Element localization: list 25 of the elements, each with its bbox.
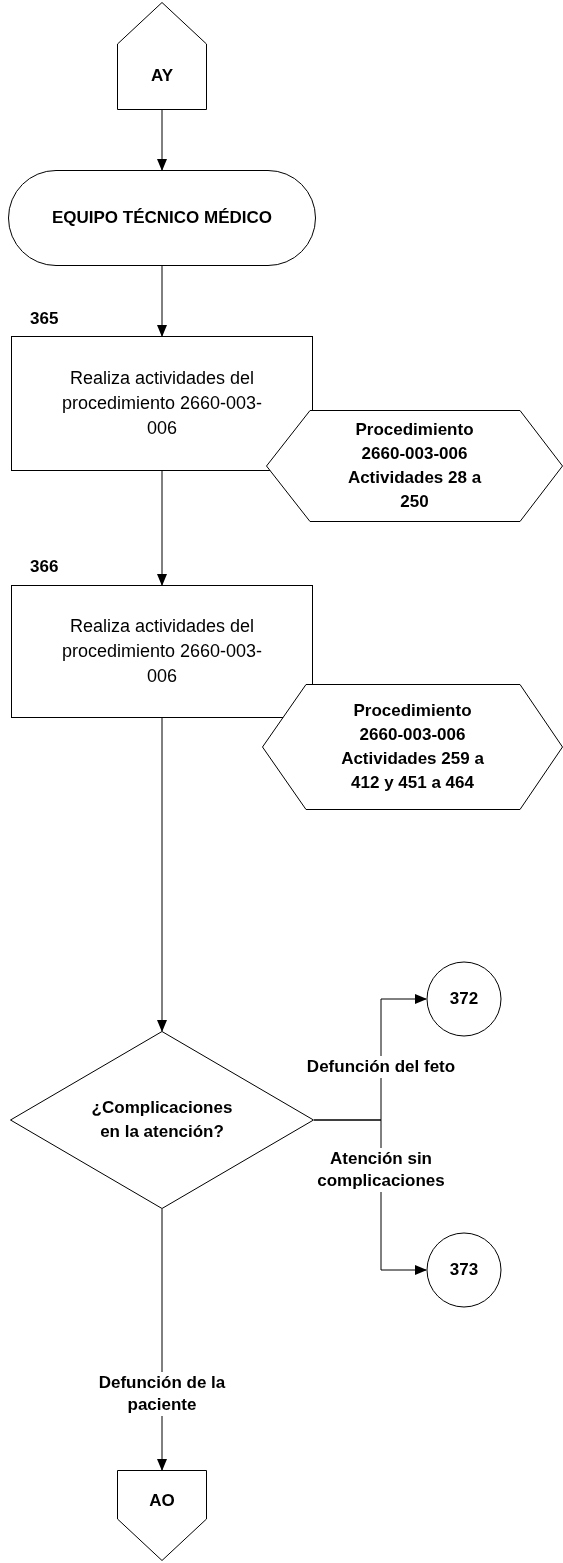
reference-shape [266,410,563,522]
arrow [157,265,167,337]
node-text: Realiza actividades del procedimiento 2660-003-006 [60,367,264,440]
arrow [157,470,167,586]
edge-label: Defunción del feto [306,1056,456,1078]
off-page-connector [117,1470,207,1561]
node-text: Procedimiento 2660-003-006 Actividades 28 a 250 [346,419,483,513]
reference-shape [262,684,563,810]
off-page-connector [117,2,207,110]
process-box [11,585,313,718]
node-text: Procedimiento 2660-003-006 Actividades 259 a 412 y 451 a 464 [340,700,485,794]
arrow [157,109,167,171]
node-text: AY [150,65,174,87]
connector-circle [426,961,502,1037]
step-number: 365 [30,308,59,330]
node-text: Realiza actividades del procedimiento 2660-003-006 [60,615,264,688]
process-box [11,336,313,471]
arrow [157,717,167,1032]
node-text: EQUIPO TÉCNICO MÉDICO [51,207,273,229]
node-text: ¿Complicaciones en la atención? [90,1097,234,1143]
node-text: 373 [449,1259,479,1281]
connector-circle [426,1232,502,1308]
node-text: AO [149,1489,175,1512]
step-number: 366 [30,556,59,578]
node-text: 372 [449,988,479,1010]
